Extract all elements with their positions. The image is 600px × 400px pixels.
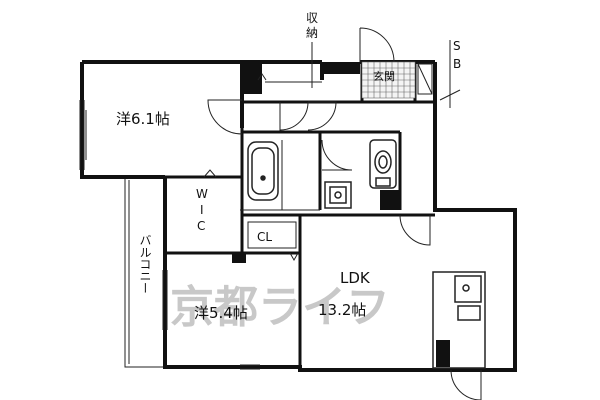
toilet-fixture [369,139,397,189]
label-shoe-box-1: S [453,39,461,53]
room-label-wic-1: W [196,187,208,201]
room-label-entrance: 玄関 [373,69,395,83]
label-balcony: バルコニー [138,234,152,294]
room-label-ldk-size: 13.2帖 [318,301,366,319]
label-storage-1: 収 [306,11,318,25]
washbasin-fixture [324,181,352,209]
room-label-western-1: 洋6.1帖 [116,110,170,128]
room-label-wic-3: C [197,219,205,233]
label-storage-2: 納 [306,26,318,40]
watermark: 京都ライフ [170,282,390,333]
vent-markers [203,73,299,262]
room-label-closet: CL [257,230,272,244]
shoe-box [417,40,461,108]
bathtub-fixture [247,141,279,201]
room-label-wic-2: I [200,203,204,217]
kitchen-counter [432,271,486,369]
wall-columns [232,62,450,367]
room-label-ldk: LDK [340,269,371,287]
windows [79,100,260,370]
label-shoe-box-2: B [453,57,461,71]
entrance-tiles [361,61,416,99]
room-label-western-2: 洋5.4帖 [194,304,248,322]
